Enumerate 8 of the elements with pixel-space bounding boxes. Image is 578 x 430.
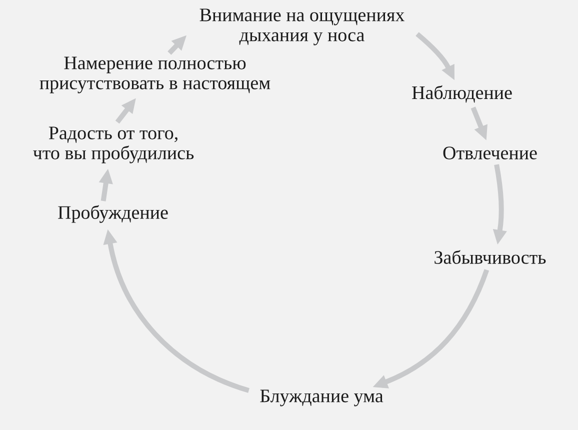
step-label: Забывчивость [434,250,546,264]
step-label: Отвлечение [443,146,537,160]
step-label: Намерение полностью присутствовать в настоящем [40,56,270,94]
step-label: Радость от того, что вы пробудились [33,126,194,164]
step-label: Пробуждение [58,205,168,223]
step-label: Внимание на ощущениях дыхания у носа [200,8,404,46]
step-label: Наблюдение [412,85,512,103]
step-label: Блуждание ума [260,390,384,406]
